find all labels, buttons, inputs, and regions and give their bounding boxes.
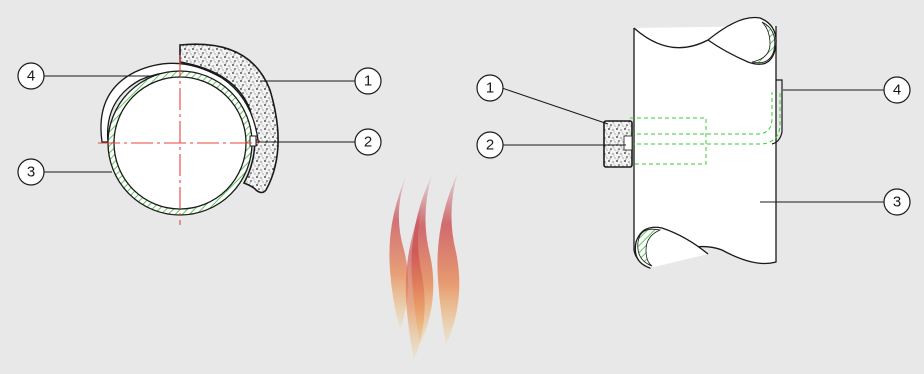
- callout-right-2: 2: [476, 131, 504, 159]
- svg-text:4: 4: [27, 68, 35, 85]
- svg-text:2: 2: [486, 137, 494, 154]
- insulation-inner: [623, 135, 633, 151]
- callout-right-4: 4: [883, 76, 911, 104]
- svg-text:1: 1: [486, 80, 494, 97]
- svg-text:4: 4: [893, 82, 901, 99]
- callout-left-3: 3: [17, 158, 45, 186]
- hidden-band-lines: [630, 92, 781, 145]
- svg-text:2: 2: [364, 134, 372, 151]
- cross-section-view: 4 3 1 2: [17, 43, 382, 225]
- top-end-hatch: [751, 21, 776, 64]
- bottom-end-hatch: [637, 228, 662, 267]
- svg-text:3: 3: [27, 164, 35, 181]
- side-view: 1 2 4 3: [476, 16, 911, 269]
- callout-right-1: 1: [476, 74, 504, 102]
- callout-left-4: 4: [17, 62, 45, 90]
- clamp-band-side: [771, 79, 783, 145]
- callout-right-3: 3: [883, 188, 911, 216]
- flame-icon: [389, 172, 460, 360]
- callout-left-1: 1: [354, 67, 382, 95]
- top-end-curl: [633, 16, 777, 65]
- clamp-tab: [249, 135, 257, 147]
- leader-right-1: [501, 87, 609, 125]
- callout-left-2: 2: [354, 128, 382, 156]
- bottom-end-curl: [634, 226, 709, 269]
- svg-text:3: 3: [893, 194, 901, 211]
- svg-text:1: 1: [364, 73, 372, 90]
